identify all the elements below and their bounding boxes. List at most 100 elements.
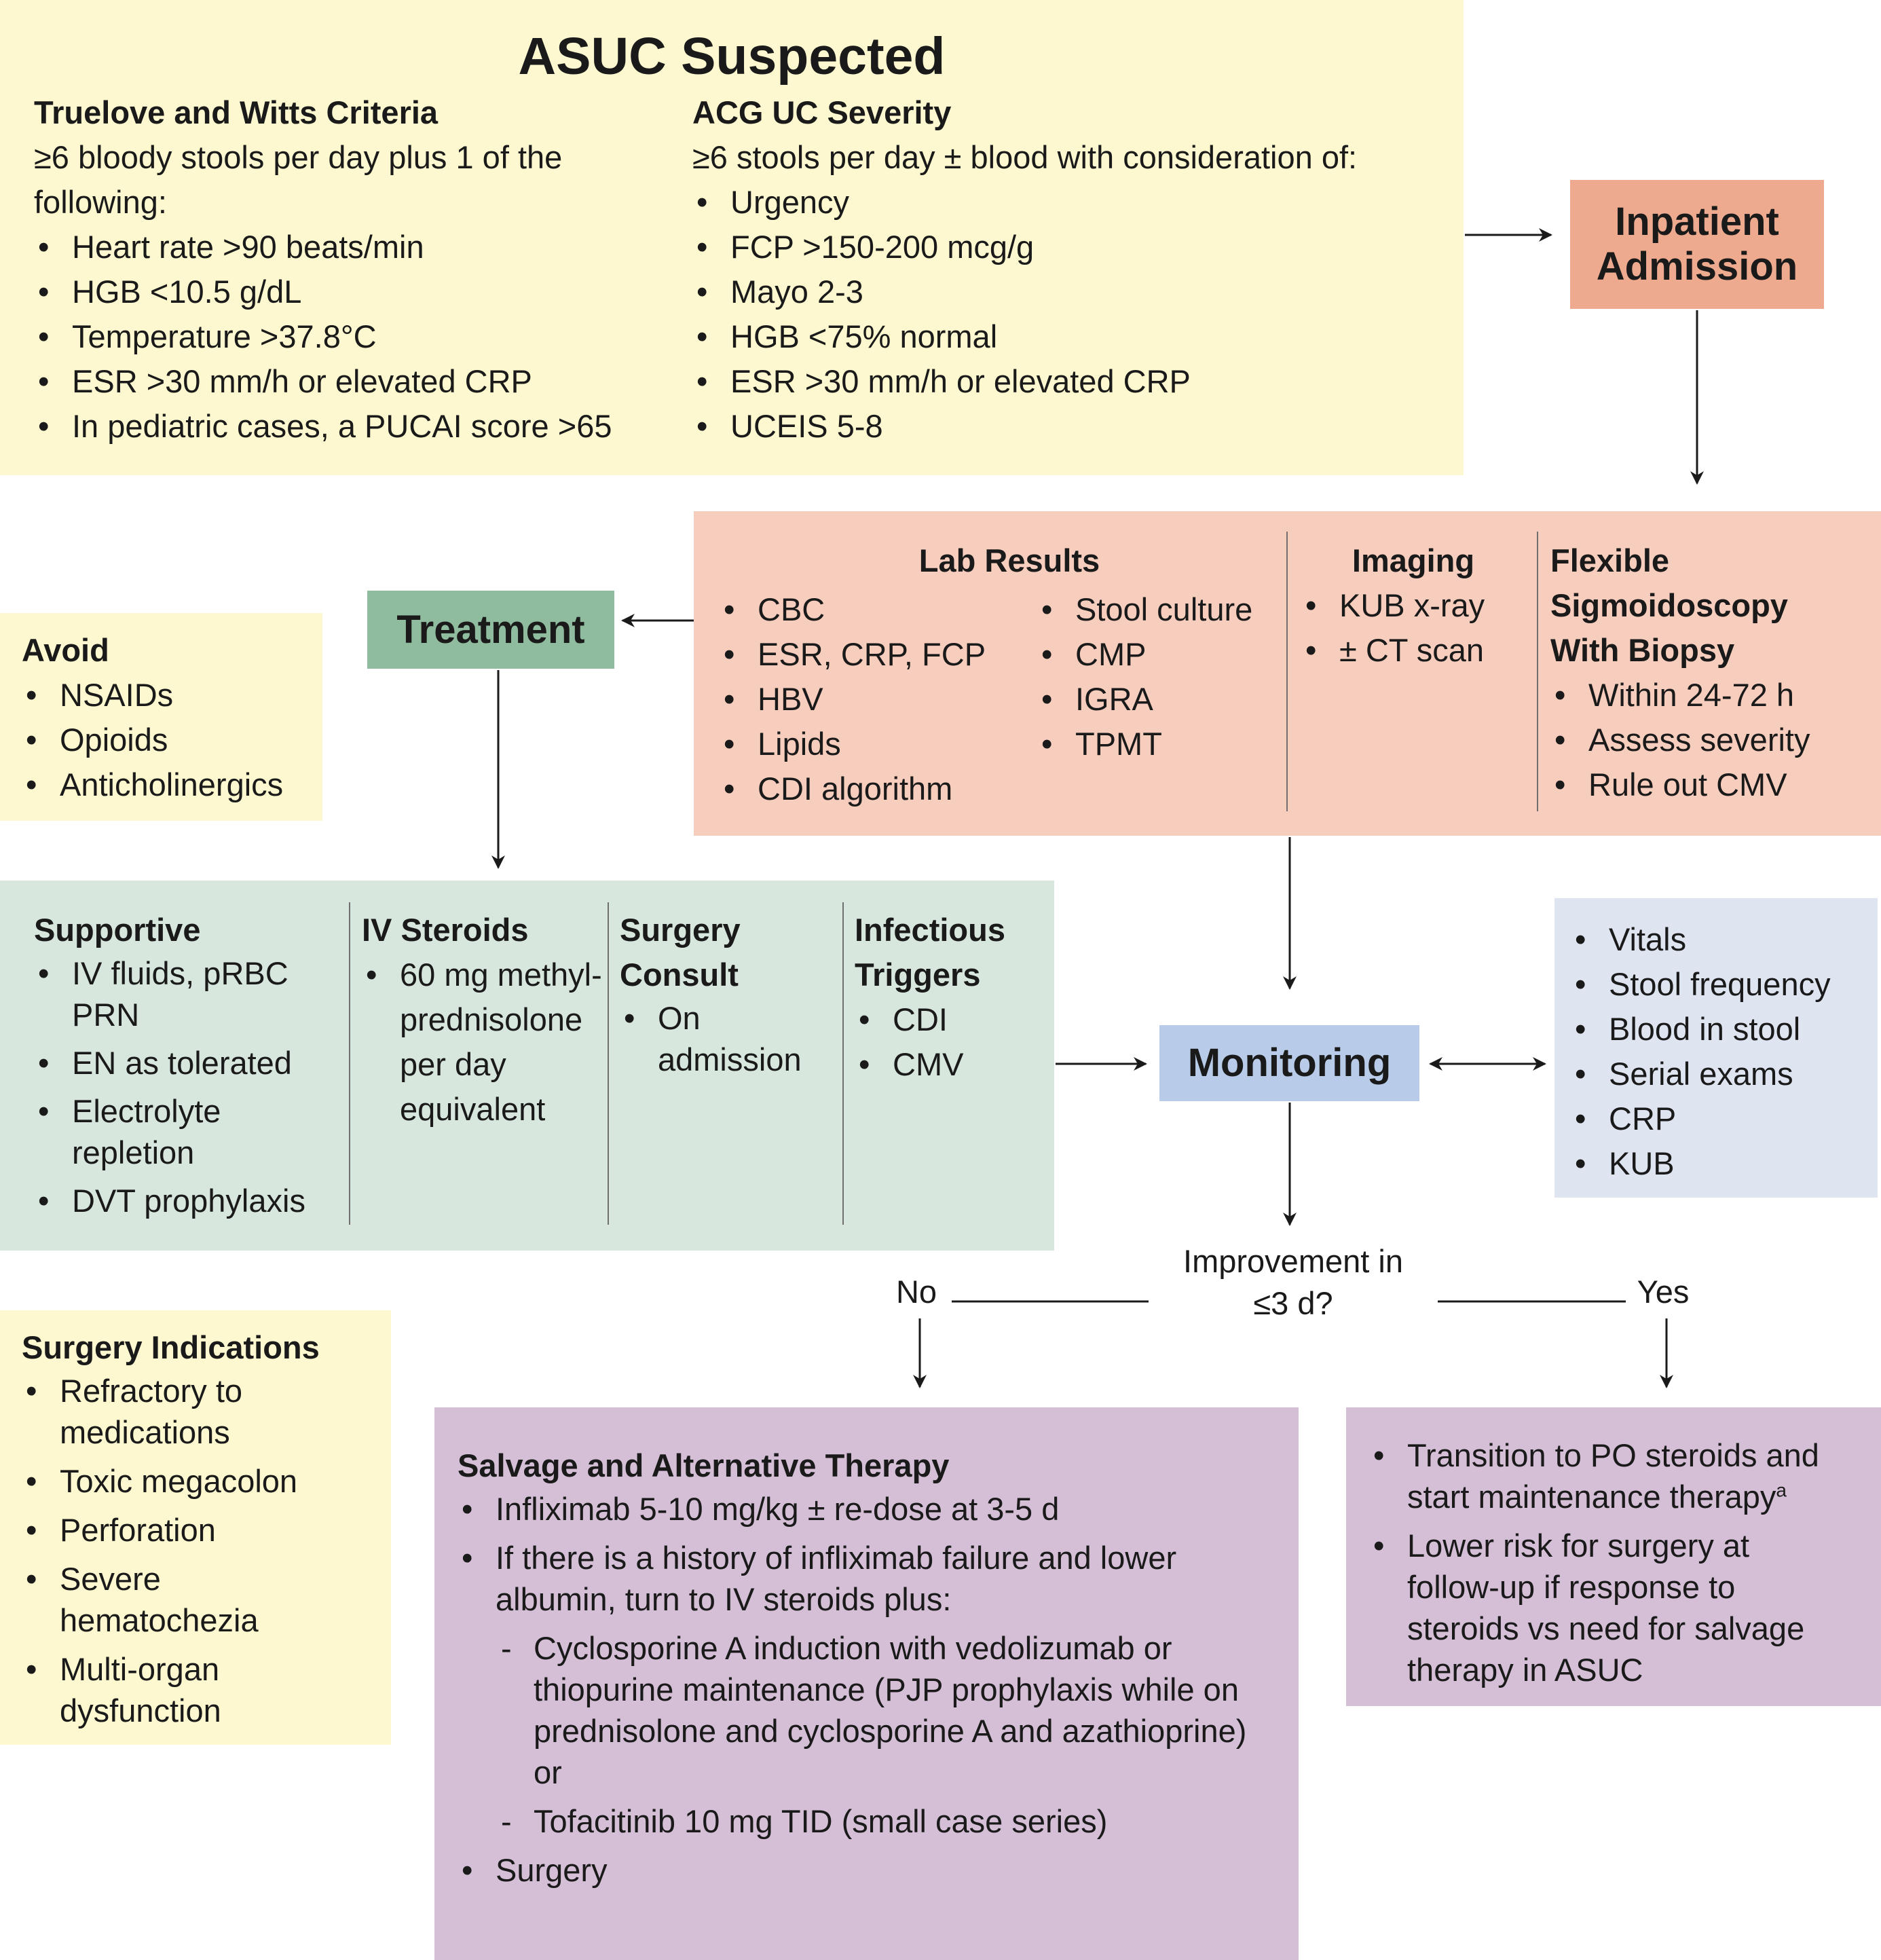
surgery-consult-heading: Surgery Consult (620, 912, 741, 993)
list-item: KUB (1571, 1141, 1878, 1186)
list-item: Multi-organ dysfunction (22, 1648, 284, 1731)
list-item: ESR >30 mm/h or elevated CRP (692, 359, 1453, 404)
list-item: If there is a history of infliximab fail… (458, 1537, 1265, 1842)
acg-severity: ACG UC Severity ≥6 stools per day ± bloo… (692, 90, 1453, 449)
list-item: NSAIDs (22, 673, 322, 718)
sigmoidoscopy-list: Within 24-72 h Assess severity Rule out … (1550, 673, 1869, 807)
divider (842, 902, 844, 1225)
truelove-list: Heart rate >90 beats/min HGB <10.5 g/dL … (34, 225, 665, 449)
response-box: Transition to PO steroids and start main… (1346, 1407, 1881, 1706)
sigmoidoscopy-heading: Flexible Sigmoidoscopy With Biopsy (1550, 542, 1788, 668)
list-item: Electrolyte repletion (34, 1090, 296, 1173)
list-item: IGRA (1037, 677, 1295, 722)
list-item: Temperature >37.8°C (34, 314, 665, 359)
infectious-triggers-list: CDI CMV (855, 997, 1051, 1087)
improvement-question: Improvement in ≤3 d? (1183, 1243, 1403, 1321)
list-item: Refractory to medications (22, 1370, 284, 1453)
list-item: HBV (720, 677, 1039, 722)
list-item: Cyclosporine A induction with vedolizuma… (496, 1627, 1265, 1793)
list-item: CRP (1571, 1096, 1878, 1141)
list-item: TPMT (1037, 722, 1295, 766)
list-item: CDI algorithm (720, 766, 1039, 811)
sigmoidoscopy: Flexible Sigmoidoscopy With Biopsy Withi… (1550, 538, 1869, 807)
list-item: Anticholinergics (22, 762, 322, 807)
list-item: HGB <75% normal (692, 314, 1453, 359)
yes-label: Yes (1637, 1274, 1690, 1310)
list-item: Lower risk for surgery at follow-up if r… (1369, 1525, 1844, 1690)
salvage-list: Infliximab 5-10 mg/kg ± re-dose at 3-5 d… (458, 1488, 1265, 1891)
acg-list: Urgency FCP >150-200 mcg/g Mayo 2-3 HGB … (692, 180, 1453, 449)
list-item: KUB x-ray (1301, 583, 1532, 628)
avoid-heading: Avoid (22, 632, 109, 668)
salvage-subitem-text: Cyclosporine A induction with vedolizuma… (534, 1630, 1247, 1749)
supportive-column: Supportive IV fluids, pRBC PRN EN as tol… (34, 908, 353, 1221)
divider (1537, 532, 1538, 811)
list-item: ± CT scan (1301, 628, 1532, 673)
iv-steroids-heading: IV Steroids (362, 912, 529, 948)
avoid-box: Avoid NSAIDs Opioids Anticholinergics (0, 613, 322, 821)
truelove-criteria: Truelove and Witts Criteria ≥6 bloody st… (34, 90, 665, 449)
list-item: EN as tolerated (34, 1042, 353, 1084)
list-item: CDI (855, 997, 1051, 1042)
response-list: Transition to PO steroids and start main… (1369, 1435, 1844, 1690)
acg-intro: ≥6 stools per day ± blood with considera… (692, 139, 1358, 175)
list-item: Tofacitinib 10 mg TID (small case series… (496, 1800, 1265, 1842)
care-box: Supportive IV fluids, pRBC PRN EN as tol… (0, 881, 1054, 1251)
surgery-indications-list: Refractory to medications Toxic megacolo… (22, 1370, 391, 1731)
list-item: Infliximab 5-10 mg/kg ± re-dose at 3-5 d (458, 1488, 1265, 1530)
list-item: Opioids (22, 718, 322, 762)
list-item: In pediatric cases, a PUCAI score >65 (34, 404, 665, 449)
lab-results-list-1: CBC ESR, CRP, FCP HBV Lipids CDI algorit… (720, 587, 1039, 811)
supportive-list: IV fluids, pRBC PRN EN as tolerated Elec… (34, 953, 353, 1221)
iv-steroids-column: IV Steroids 60 mg methyl-prednisolone pe… (362, 908, 606, 1132)
divider (349, 902, 350, 1225)
list-item: Toxic megacolon (22, 1460, 391, 1502)
surgery-consult-list: On admission (620, 997, 837, 1080)
asuc-suspected-box: ASUC Suspected Truelove and Witts Criter… (0, 0, 1464, 475)
salvage-heading: Salvage and Alternative Therapy (458, 1447, 950, 1483)
no-label: No (895, 1274, 937, 1310)
list-item: Assess severity (1550, 718, 1869, 762)
avoid-list: NSAIDs Opioids Anticholinergics (22, 673, 322, 807)
list-item: Severe hematochezia (22, 1558, 284, 1641)
imaging-list: KUB x-ray ± CT scan (1301, 583, 1532, 673)
divider (608, 902, 609, 1225)
truelove-heading: Truelove and Witts Criteria (34, 94, 439, 130)
lab-results-list-2: Stool culture CMP IGRA TPMT (1037, 587, 1295, 766)
iv-steroids-list: 60 mg methyl-prednisolone per day equiva… (362, 953, 606, 1132)
list-item: Within 24-72 h (1550, 673, 1869, 718)
list-item: CMV (855, 1042, 1051, 1087)
lab-results-heading: Lab Results (918, 542, 1100, 578)
salvage-item-text: If there is a history of infliximab fail… (496, 1540, 1177, 1617)
salvage-therapy-box: Salvage and Alternative Therapy Inflixim… (434, 1407, 1299, 1960)
infectious-triggers-column: Infectious Triggers CDI CMV (855, 908, 1051, 1087)
list-item: Transition to PO steroids and start main… (1369, 1435, 1844, 1517)
list-item: Blood in stool (1571, 1007, 1878, 1052)
list-item: Serial exams (1571, 1052, 1878, 1096)
monitoring-parameters-box: Vitals Stool frequency Blood in stool Se… (1554, 898, 1878, 1198)
list-item: DVT prophylaxis (34, 1180, 353, 1221)
response-item-text: Transition to PO steroids and start main… (1407, 1437, 1819, 1515)
list-item: Vitals (1571, 917, 1878, 962)
list-item: Mayo 2-3 (692, 270, 1453, 314)
salvage-sublist: Cyclosporine A induction with vedolizuma… (496, 1627, 1265, 1842)
surgery-consult-column: Surgery Consult On admission (620, 908, 837, 1080)
inpatient-admission-box: Inpatient Admission (1570, 180, 1824, 309)
list-item: CMP (1037, 632, 1295, 677)
list-item: UCEIS 5-8 (692, 404, 1453, 449)
list-item: Urgency (692, 180, 1453, 225)
list-item: Heart rate >90 beats/min (34, 225, 665, 270)
infectious-triggers-heading: Infectious Triggers (855, 912, 1005, 993)
list-item: Rule out CMV (1550, 762, 1869, 807)
list-item: Lipids (720, 722, 1039, 766)
list-item: IV fluids, pRBC PRN (34, 953, 296, 1035)
asuc-title: ASUC Suspected (518, 27, 946, 86)
list-item: Perforation (22, 1509, 391, 1551)
imaging-heading: Imaging (1352, 542, 1475, 578)
treatment-box: Treatment (367, 591, 614, 669)
list-item: Stool frequency (1571, 962, 1878, 1007)
workup-box: Lab Results CBC ESR, CRP, FCP HBV Lipids… (694, 511, 1881, 836)
list-item: Surgery (458, 1849, 1265, 1891)
truelove-intro: ≥6 bloody stools per day plus 1 of the f… (34, 139, 563, 220)
